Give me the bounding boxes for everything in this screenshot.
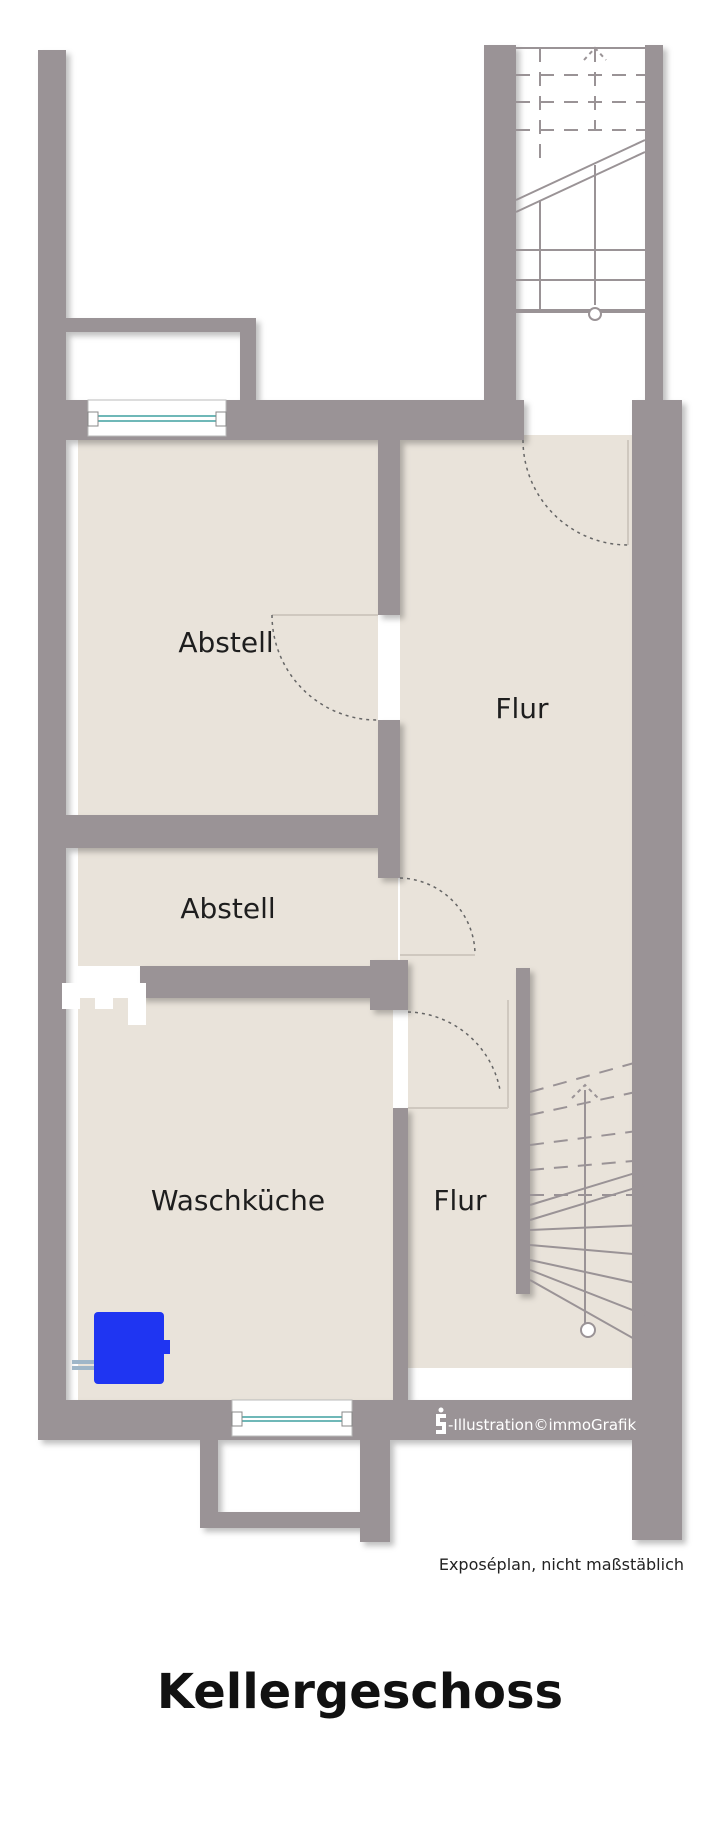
door-abstell-upper <box>271 614 379 721</box>
room-label-abstell-upper: Abstell <box>178 626 273 659</box>
door-abstell-lower <box>399 877 476 956</box>
heating-boiler-icon <box>72 1312 170 1384</box>
wall-abstell-lower-bottom <box>140 966 408 998</box>
illustration-credit: -Illustration©immoGrafik <box>448 1416 636 1434</box>
wall-stair-right <box>645 45 663 405</box>
wall-bottom-ext-bottom <box>200 1512 390 1528</box>
wall-balcony-top <box>66 318 256 332</box>
room-label-flur-upper: Flur <box>495 692 549 725</box>
light-well-1 <box>62 983 80 1009</box>
wall-right-outer <box>632 400 682 1540</box>
room-label-waschkueche: Waschküche <box>151 1184 325 1217</box>
wall-stair-rail <box>516 968 530 1294</box>
doors <box>271 439 629 1109</box>
wall-balcony-right <box>240 318 256 403</box>
room-label-flur-lower: Flur <box>433 1184 487 1217</box>
wall-flur-divider-lower <box>393 1108 408 1400</box>
light-wells <box>62 983 146 1025</box>
wall-mid-upper-b <box>378 720 400 878</box>
wall-mid-upper-a <box>378 440 400 615</box>
light-well-2 <box>95 983 113 1009</box>
door-waschkueche <box>407 1000 509 1109</box>
light-well-3 <box>128 983 146 1025</box>
wall-stair-left <box>484 45 516 440</box>
window-upper <box>87 399 227 437</box>
window-lower <box>231 1399 353 1437</box>
sparkasse-logo-icon <box>436 1407 446 1434</box>
wall-bottom-ext-right <box>360 1440 390 1542</box>
wall-block-center <box>370 960 408 1010</box>
floor-title: Kellergeschoss <box>157 1664 563 1720</box>
floor-areas <box>78 435 645 1400</box>
wall-left-outer <box>38 50 66 1435</box>
door-stair-entry <box>522 439 629 546</box>
floor-abstell-upper <box>78 440 378 815</box>
wall-bottom <box>38 1400 670 1440</box>
walls <box>38 45 682 1542</box>
floor-abstell-lower <box>78 848 398 966</box>
wall-bottom-ext-left <box>200 1440 218 1528</box>
wall-abstell-divider <box>66 815 400 848</box>
stairs-lower <box>529 1059 646 1346</box>
scale-note: Exposéplan, nicht maßstäblich <box>439 1555 684 1574</box>
stairs-upper <box>515 46 646 321</box>
room-label-abstell-lower: Abstell <box>180 892 275 925</box>
floor-flur-upper <box>400 435 645 970</box>
